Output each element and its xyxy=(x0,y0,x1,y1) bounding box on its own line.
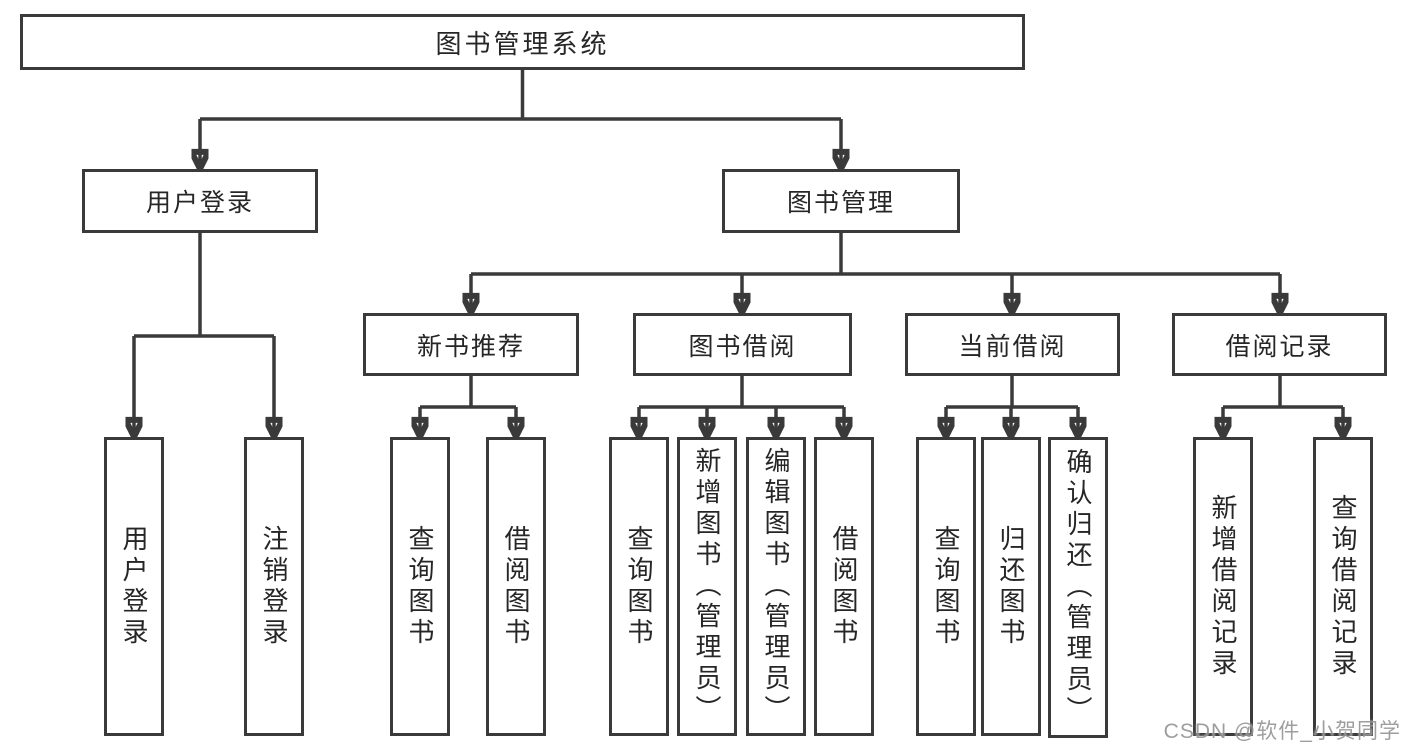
leaf-borrowing-query-books: 查询图书 xyxy=(609,437,669,736)
leaf-current-query-books-label: 查询图书 xyxy=(931,524,961,649)
leaf-add-borrow-record-label: 新增借阅记录 xyxy=(1208,493,1238,680)
leaf-borrowing-query-books-label: 查询图书 xyxy=(624,524,654,649)
node-borrowing-records: 借阅记录 xyxy=(1172,313,1387,376)
leaf-add-book-admin: 新增图书（管理员） xyxy=(677,437,737,736)
node-book-borrowing-label: 图书借阅 xyxy=(688,332,797,361)
leaf-recommend-query-books-label: 查询图书 xyxy=(405,524,435,649)
node-user-login-label: 用户登录 xyxy=(145,189,254,217)
leaf-query-borrow-record: 查询借阅记录 xyxy=(1313,437,1373,736)
node-root: 图书管理系统 xyxy=(20,14,1025,70)
leaf-recommend-borrow-books-label: 借阅图书 xyxy=(501,524,531,649)
csdn-watermark: CSDN @软件_小贺同学 xyxy=(1163,720,1401,743)
node-book-management-label: 图书管理 xyxy=(786,189,895,217)
leaf-return-books-label: 归还图书 xyxy=(996,524,1026,649)
leaf-logout: 注销登录 xyxy=(244,437,304,736)
leaf-logout-label: 注销登录 xyxy=(259,524,289,649)
leaf-user-login-label: 用户登录 xyxy=(119,524,149,649)
node-new-book-recommend: 新书推荐 xyxy=(363,313,579,376)
node-current-borrowing: 当前借阅 xyxy=(905,313,1120,376)
leaf-add-book-admin-label: 新增图书（管理员） xyxy=(692,447,722,726)
leaf-recommend-borrow-books: 借阅图书 xyxy=(486,437,546,736)
node-current-borrowing-label: 当前借阅 xyxy=(958,332,1067,361)
node-user-login: 用户登录 xyxy=(82,169,318,233)
node-book-borrowing: 图书借阅 xyxy=(633,313,852,376)
leaf-borrowing-borrow-books-label: 借阅图书 xyxy=(829,524,859,649)
leaf-add-borrow-record: 新增借阅记录 xyxy=(1193,437,1253,736)
node-new-book-recommend-label: 新书推荐 xyxy=(416,332,525,361)
leaf-user-login: 用户登录 xyxy=(104,437,164,736)
leaf-confirm-return-admin: 确认归还（管理员） xyxy=(1048,437,1108,738)
leaf-edit-book-admin-label: 编辑图书（管理员） xyxy=(761,447,791,726)
leaf-borrowing-borrow-books: 借阅图书 xyxy=(814,437,874,736)
leaf-current-query-books: 查询图书 xyxy=(916,437,976,736)
leaf-recommend-query-books: 查询图书 xyxy=(390,437,450,736)
leaf-query-borrow-record-label: 查询借阅记录 xyxy=(1328,493,1358,680)
leaf-edit-book-admin: 编辑图书（管理员） xyxy=(746,437,806,736)
node-borrowing-records-label: 借阅记录 xyxy=(1225,332,1334,361)
leaf-confirm-return-admin-label: 确认归还（管理员） xyxy=(1063,448,1093,727)
leaf-return-books: 归还图书 xyxy=(981,437,1041,736)
node-root-label: 图书管理系统 xyxy=(435,28,610,59)
node-book-management: 图书管理 xyxy=(722,169,960,233)
